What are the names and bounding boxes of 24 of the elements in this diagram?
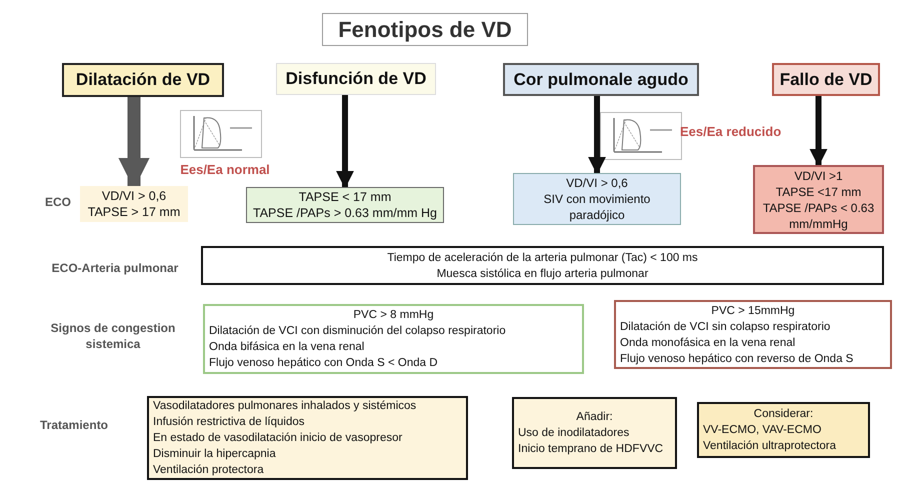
arrow (336, 95, 354, 189)
title: Fenotipos de VD (322, 13, 528, 46)
ratio-label: Ees/Ea reducido (680, 123, 782, 141)
row-label: Tratamiento (40, 417, 110, 434)
phenotype-header: Fallo de VD (772, 63, 880, 96)
row-label: ECO-Arteria pulmonar (50, 260, 180, 277)
congestion-box: PVC > 8 mmHg Dilatación de VCI con disminución del colapso respiratorio Onda bifásica en la vena renal Flujo venoso hepático con Onda S < Onda D (203, 304, 584, 374)
echo-box: TAPSE < 17 mm TAPSE /PAPs > 0.63 mm/mm Hg (246, 187, 444, 223)
treatment-box: Considerar: VV-ECMO, VAV-ECMO Ventilación ultraprotectora (697, 402, 870, 458)
treatment-box: Añadir: Uso de inodilatadores Inicio temprano de HDFVVC (512, 397, 677, 469)
phenotype-header: Cor pulmonale agudo (503, 63, 699, 96)
treatment-box: Vasodilatadores pulmonares inhalados y sistémicos Infusión restrictiva de líquidos En estado de vasodilatación inicio de vasopresor Disminuir la hipercapnia Ventilación protectora (147, 396, 468, 480)
arrow (810, 96, 828, 167)
phenotype-header: Disfunción de VD (276, 63, 436, 95)
echo-box: VD/VI >1 TAPSE <17 mm TAPSE /PAPs < 0.63 mm/mmHg (753, 165, 884, 234)
phenotype-header: Dilatación de VD (62, 63, 224, 97)
ratio-label: Ees/Ea normal (179, 161, 271, 179)
congestion-box: PVC > 15mmHg Dilatación de VCI sin colapso respiratorio Onda monofásica en la vena renal Flujo venoso hepático con reverso de Onda S (614, 300, 892, 369)
echo-artery-box: Tiempo de aceleración de la arteria pulmonar (Tac) < 100 ms Muesca sistólica en flujo arteria pulmonar (201, 246, 884, 285)
echo-box: VD/VI > 0,6 SIV con movimiento paradójico (513, 173, 681, 225)
row-label: Signos de congestion sistemica (50, 320, 176, 352)
arrow (588, 96, 606, 175)
echo-box: VD/VI > 0,6 TAPSE > 17 mm (80, 186, 188, 222)
row-label: ECO (45, 194, 72, 211)
